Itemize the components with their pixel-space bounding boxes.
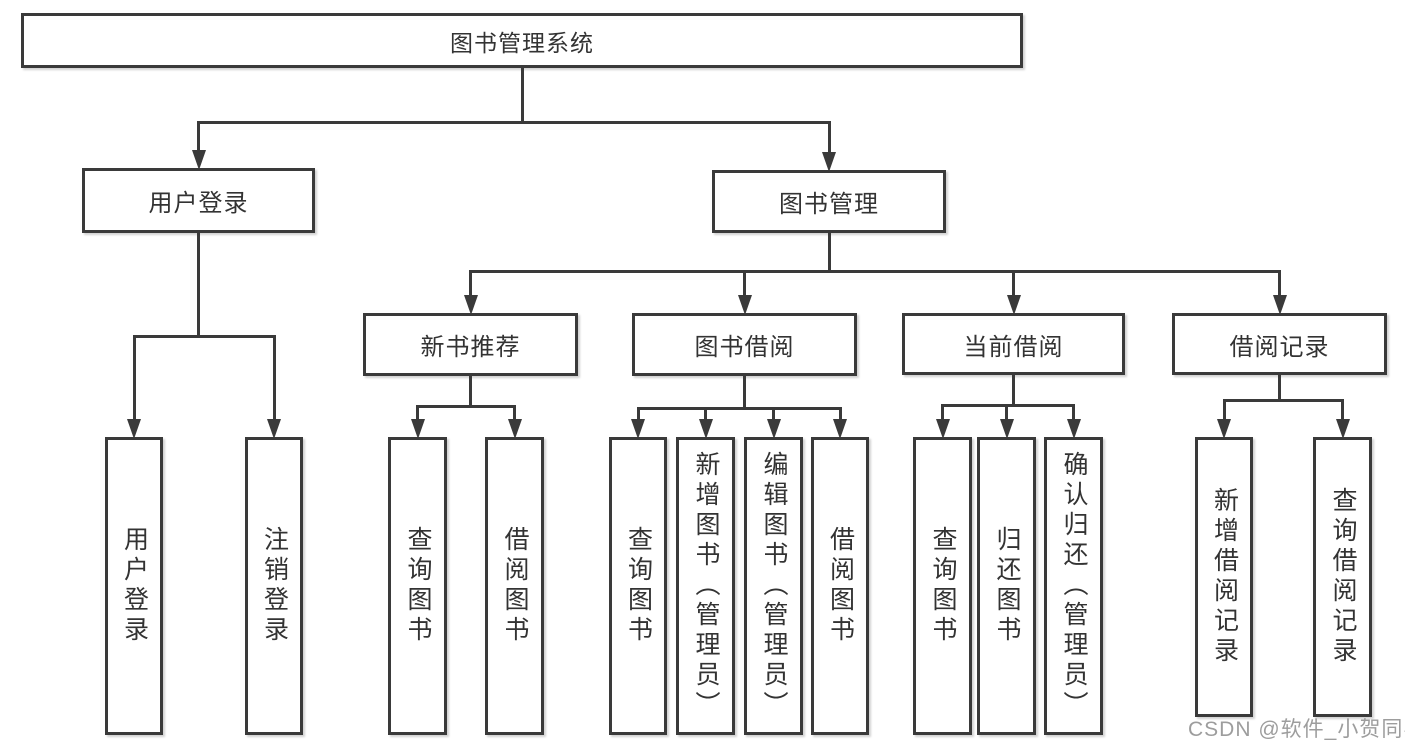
connector-line bbox=[197, 232, 200, 337]
node-leaf-query-book-2: 查询图书 bbox=[609, 437, 667, 735]
arrowhead-down-icon bbox=[1335, 419, 1350, 439]
connector-line bbox=[1072, 404, 1075, 420]
connector-line bbox=[416, 405, 419, 420]
node-leaf-query-book-1: 查询图书 bbox=[388, 437, 447, 735]
connector-line bbox=[743, 375, 746, 409]
connector-line bbox=[1278, 270, 1281, 296]
node-leaf-return-book: 归还图书 bbox=[977, 437, 1036, 735]
connector-line bbox=[941, 404, 944, 420]
node-leaf-borrow-book-1: 借阅图书 bbox=[485, 437, 544, 735]
node-label: 确认归还（管理员） bbox=[1060, 451, 1088, 721]
node-label: 新书推荐 bbox=[420, 334, 521, 361]
connector-line bbox=[520, 67, 524, 123]
connector-line bbox=[636, 407, 640, 420]
connector-line bbox=[1012, 270, 1015, 296]
arrowhead-down-icon bbox=[463, 295, 478, 315]
node-leaf-add-book-admin: 新增图书（管理员） bbox=[676, 437, 735, 735]
node-label: 查询图书 bbox=[404, 526, 432, 646]
connector-line bbox=[1341, 399, 1344, 420]
node-label: 查询图书 bbox=[929, 526, 957, 646]
node-label: 归还图书 bbox=[993, 526, 1021, 646]
connector-line bbox=[513, 405, 516, 420]
node-leaf-confirm-return: 确认归还（管理员） bbox=[1044, 437, 1103, 735]
connector-line bbox=[1005, 404, 1008, 420]
connector-line bbox=[1012, 374, 1015, 406]
node-label: 新增借阅记录 bbox=[1210, 487, 1239, 667]
arrowhead-down-icon bbox=[698, 419, 713, 439]
arrowhead-down-icon bbox=[1066, 419, 1081, 439]
node-label: 当前借阅 bbox=[963, 333, 1064, 361]
connector-line bbox=[1222, 399, 1226, 420]
node-label: 查询图书 bbox=[624, 526, 653, 646]
node-leaf-logout: 注销登录 bbox=[245, 437, 303, 735]
connector-line bbox=[636, 406, 842, 410]
connector-line bbox=[416, 404, 516, 408]
node-leaf-edit-book-admin: 编辑图书（管理员） bbox=[744, 437, 803, 735]
node-current-borrowing: 当前借阅 bbox=[902, 313, 1125, 375]
arrowhead-down-icon bbox=[267, 419, 281, 439]
connector-line bbox=[941, 403, 1075, 407]
connector-line bbox=[704, 407, 707, 420]
node-label: 编辑图书（管理员） bbox=[760, 451, 788, 721]
arrowhead-down-icon bbox=[1217, 419, 1231, 439]
node-label: 新增图书（管理员） bbox=[692, 451, 720, 721]
node-book-borrowing: 图书借阅 bbox=[632, 313, 857, 376]
arrowhead-down-icon bbox=[191, 150, 206, 170]
connector-line bbox=[827, 121, 831, 153]
node-leaf-user-login: 用户登录 bbox=[105, 437, 163, 735]
connector-line bbox=[197, 121, 200, 151]
node-leaf-query-record: 查询借阅记录 bbox=[1313, 437, 1372, 717]
node-label: 图书管理系统 bbox=[450, 29, 594, 56]
node-new-book-recommend: 新书推荐 bbox=[363, 313, 578, 376]
node-label: 查询借阅记录 bbox=[1329, 487, 1357, 667]
arrowhead-down-icon bbox=[1006, 295, 1021, 315]
arrowhead-down-icon bbox=[631, 419, 645, 439]
connector-line bbox=[827, 232, 831, 272]
arrowhead-down-icon bbox=[833, 419, 847, 439]
arrowhead-down-icon bbox=[410, 419, 425, 439]
node-label: 用户登录 bbox=[148, 190, 249, 217]
node-label: 借阅图书 bbox=[501, 526, 529, 646]
connector-line bbox=[469, 269, 1281, 273]
arrowhead-down-icon bbox=[999, 419, 1014, 439]
connector-line bbox=[469, 375, 472, 407]
arrowhead-down-icon bbox=[822, 152, 836, 172]
connector-line bbox=[1222, 398, 1344, 402]
node-library-system: 图书管理系统 bbox=[21, 13, 1023, 68]
arrowhead-down-icon bbox=[935, 419, 950, 439]
connector-line bbox=[272, 335, 276, 420]
node-leaf-add-record: 新增借阅记录 bbox=[1195, 437, 1253, 717]
node-leaf-query-book-3: 查询图书 bbox=[913, 437, 972, 735]
connector-line bbox=[1278, 374, 1281, 401]
node-label: 图书管理 bbox=[779, 191, 879, 218]
connector-line bbox=[743, 270, 746, 296]
connector-line bbox=[469, 270, 472, 296]
node-user-login: 用户登录 bbox=[82, 168, 315, 233]
node-label: 图书借阅 bbox=[694, 334, 795, 361]
connector-line bbox=[132, 335, 136, 420]
connector-line bbox=[838, 407, 842, 420]
node-leaf-borrow-book-2: 借阅图书 bbox=[811, 437, 869, 735]
arrowhead-down-icon bbox=[766, 419, 781, 439]
arrowhead-down-icon bbox=[737, 295, 752, 315]
node-label: 借阅记录 bbox=[1229, 333, 1330, 361]
node-label: 用户登录 bbox=[120, 526, 149, 646]
arrowhead-down-icon bbox=[1272, 295, 1287, 315]
arrowhead-down-icon bbox=[127, 419, 141, 439]
node-borrowing-records: 借阅记录 bbox=[1172, 313, 1387, 375]
node-label: 注销登录 bbox=[260, 526, 289, 646]
node-book-management: 图书管理 bbox=[712, 170, 946, 233]
arrowhead-down-icon bbox=[507, 419, 522, 439]
watermark: CSDN @软件_小贺同学 bbox=[1188, 718, 1405, 741]
connector-line bbox=[772, 407, 775, 420]
connector-line bbox=[197, 120, 831, 124]
connector-line bbox=[132, 334, 276, 338]
node-label: 借阅图书 bbox=[826, 526, 855, 646]
